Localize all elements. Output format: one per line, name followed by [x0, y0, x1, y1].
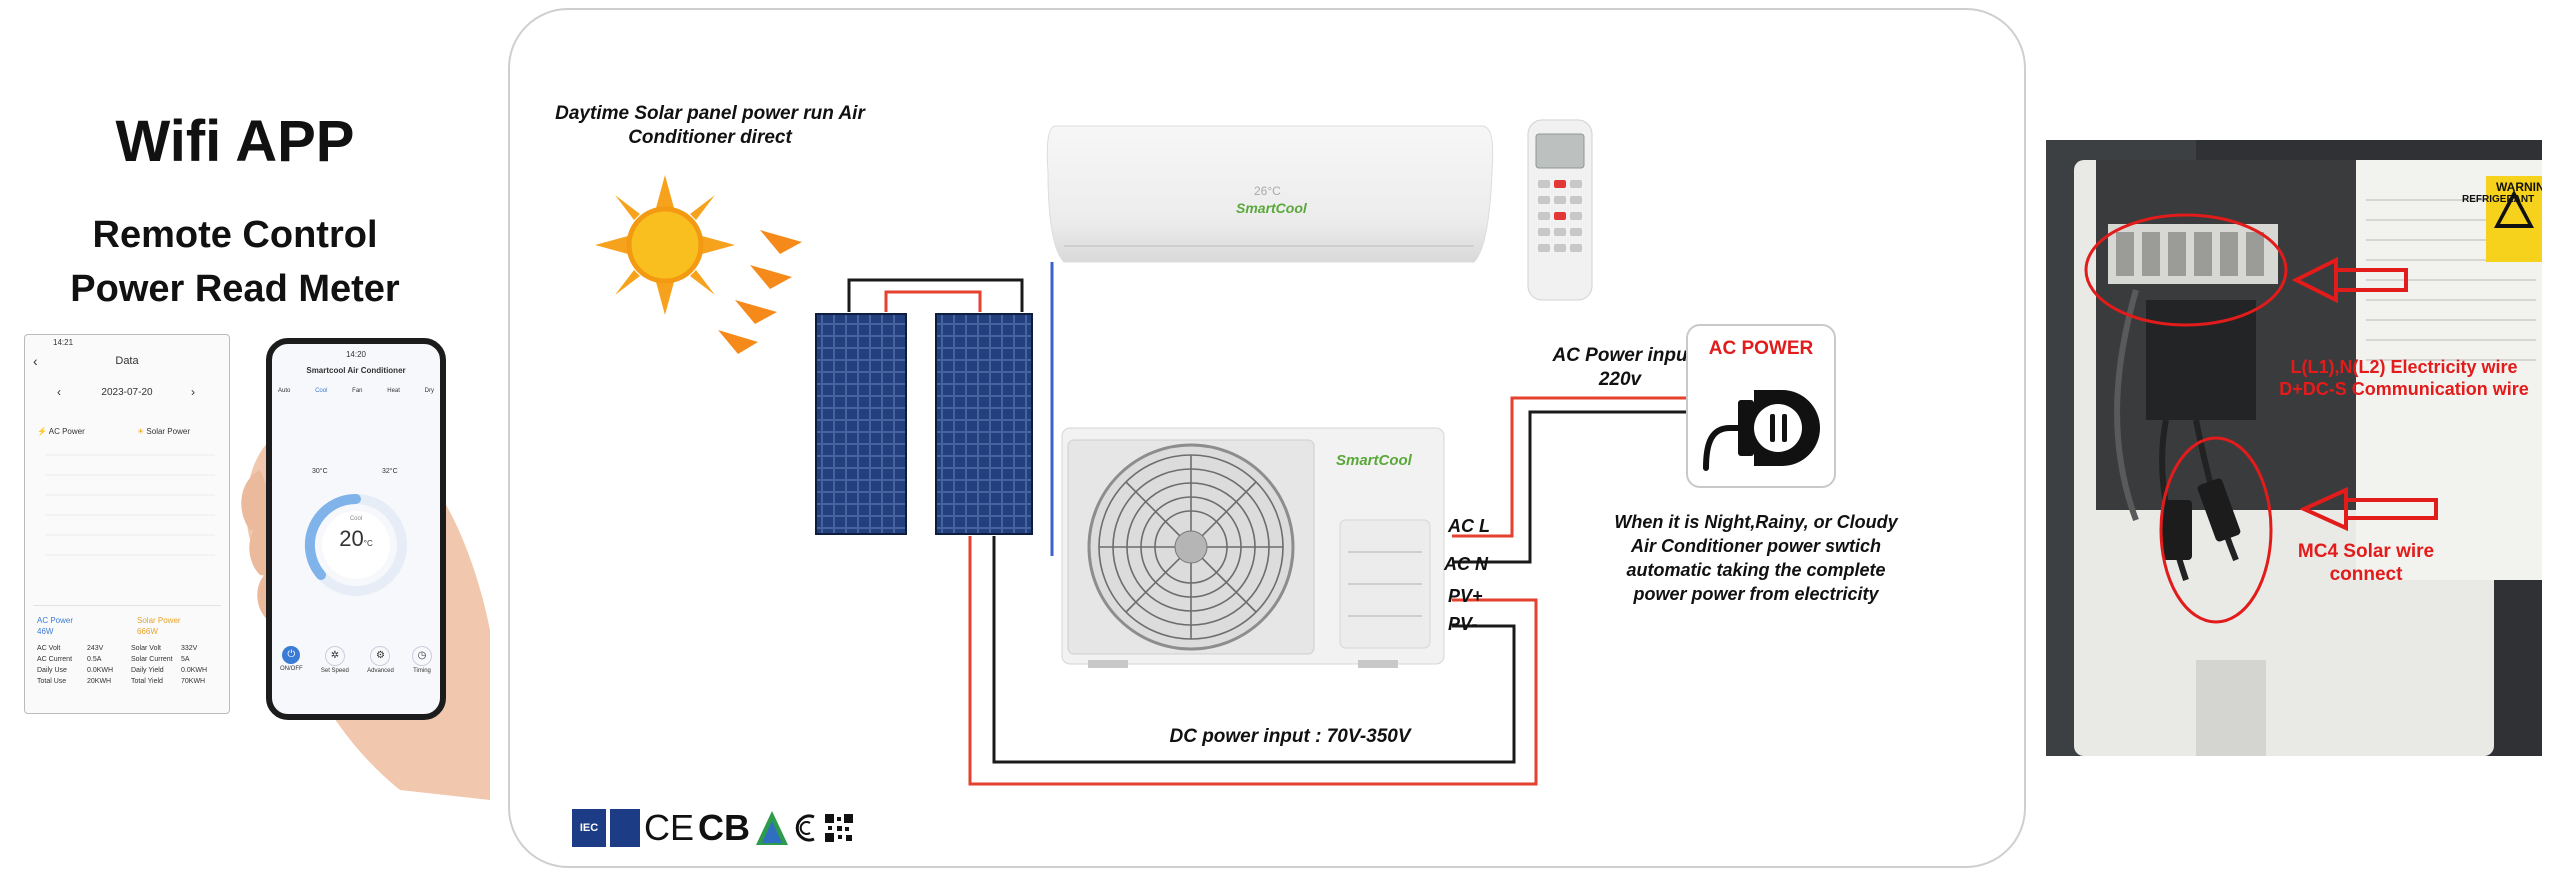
triangle-cert-icon	[756, 811, 789, 845]
mode-cool[interactable]: Cool	[315, 388, 328, 394]
mode-auto[interactable]: Auto	[278, 388, 291, 394]
mode-dry[interactable]: Dry	[424, 388, 434, 394]
solar-panels	[815, 313, 1033, 535]
ac-power-badge: AC POWER	[1686, 324, 1836, 488]
power-chart-area	[45, 454, 215, 556]
indoor-brand-logo: SmartCool	[1236, 200, 1307, 216]
speed-button[interactable]: ✲Set Speed	[321, 646, 349, 674]
phone-data-screen: 14:21 ‹ Data ‹ 2023-07-20 › ⚡ AC Power ☀…	[24, 334, 230, 714]
clock-icon: ◷	[412, 646, 432, 666]
timing-button[interactable]: ◷Timing	[412, 646, 432, 674]
warning-label: WARNING	[2496, 180, 2542, 194]
status-time: 14:21	[53, 338, 74, 347]
button-row: ⏻ON/OFF ✲Set Speed ⚙Advanced ◷Timing	[280, 646, 432, 674]
ce-logo: CE	[644, 807, 695, 848]
dial-mode-label: Cool	[349, 516, 363, 522]
sun-icon: ☀	[137, 427, 145, 436]
photo-illustration	[2046, 140, 2542, 756]
power-icon: ⏻	[282, 646, 301, 664]
power-meter-heading: Power Read Meter	[70, 268, 400, 310]
qr-code-icon	[824, 813, 855, 843]
dc-input-label: DC power input : 70V-350V	[1169, 726, 1411, 747]
legend-ac-power: ⚡ AC Power	[37, 427, 85, 436]
terminal-pv-minus: PV-	[1448, 614, 1478, 634]
legend-solar-power: ☀ Solar Power	[137, 427, 190, 436]
remote-control	[1527, 119, 1593, 301]
bolt-icon: ⚡	[37, 427, 47, 436]
indoor-temp-display: 26°C	[1254, 184, 1281, 198]
power-plug-icon	[1703, 390, 1820, 471]
back-arrow-icon[interactable]: ‹	[33, 353, 38, 369]
advanced-button[interactable]: ⚙Advanced	[367, 646, 394, 674]
refrigerant-label: REFRIGERANT	[2462, 194, 2535, 205]
cb-logo: CB	[698, 807, 751, 848]
date-selector[interactable]: 2023-07-20	[101, 387, 153, 398]
sun-icon	[595, 175, 802, 354]
temperature-dial[interactable]	[301, 490, 411, 600]
indoor-temp: 30°C	[312, 468, 328, 475]
remote-control-heading: Remote Control	[92, 214, 378, 256]
chart-divider	[33, 605, 221, 606]
phone-control-screen: 14:20 Smartcool Air Conditioner Auto Coo…	[266, 338, 446, 720]
fan-icon: ✲	[324, 646, 345, 666]
mode-row: Auto Cool Fan Heat Dry	[278, 388, 434, 394]
iec-logo: IEC	[572, 809, 606, 847]
next-date-icon[interactable]: ›	[191, 385, 195, 399]
data-header: Data	[115, 355, 139, 367]
mode-heat[interactable]: Heat	[387, 388, 400, 394]
power-button[interactable]: ⏻ON/OFF	[280, 646, 303, 674]
terminal-ac-l: AC L	[1448, 516, 1490, 536]
certification-logos: IEC CE CB	[572, 807, 855, 848]
outdoor-ac-unit	[1061, 427, 1445, 668]
set-temperature: 20°C	[339, 526, 373, 551]
status-time: 14:20	[345, 350, 367, 359]
ac-power-badge-label: AC POWER	[1708, 338, 1814, 359]
terminal-pv-plus: PV+	[1448, 586, 1483, 606]
outdoor-brand-logo: SmartCool	[1336, 452, 1412, 469]
terminal-ac-n: AC N	[1444, 554, 1488, 574]
installation-photo: WARNING REFRIGERANT L(L1),N(L2) Electric…	[2046, 140, 2542, 756]
prev-date-icon[interactable]: ‹	[57, 385, 61, 399]
mode-fan[interactable]: Fan	[352, 388, 363, 394]
gcc-logo-icon	[795, 814, 815, 842]
indoor-ac-unit	[1046, 125, 1494, 263]
gear-icon: ⚙	[370, 646, 391, 666]
night-switch-caption: When it is Night,Rainy, or Cloudy Air Co…	[1614, 512, 1898, 604]
device-header: Smartcool Air Conditioner	[306, 366, 406, 375]
wifi-app-title: Wifi APP	[115, 109, 355, 174]
outdoor-temp: 32°C	[382, 468, 398, 475]
ieee-logo-icon	[610, 809, 640, 847]
